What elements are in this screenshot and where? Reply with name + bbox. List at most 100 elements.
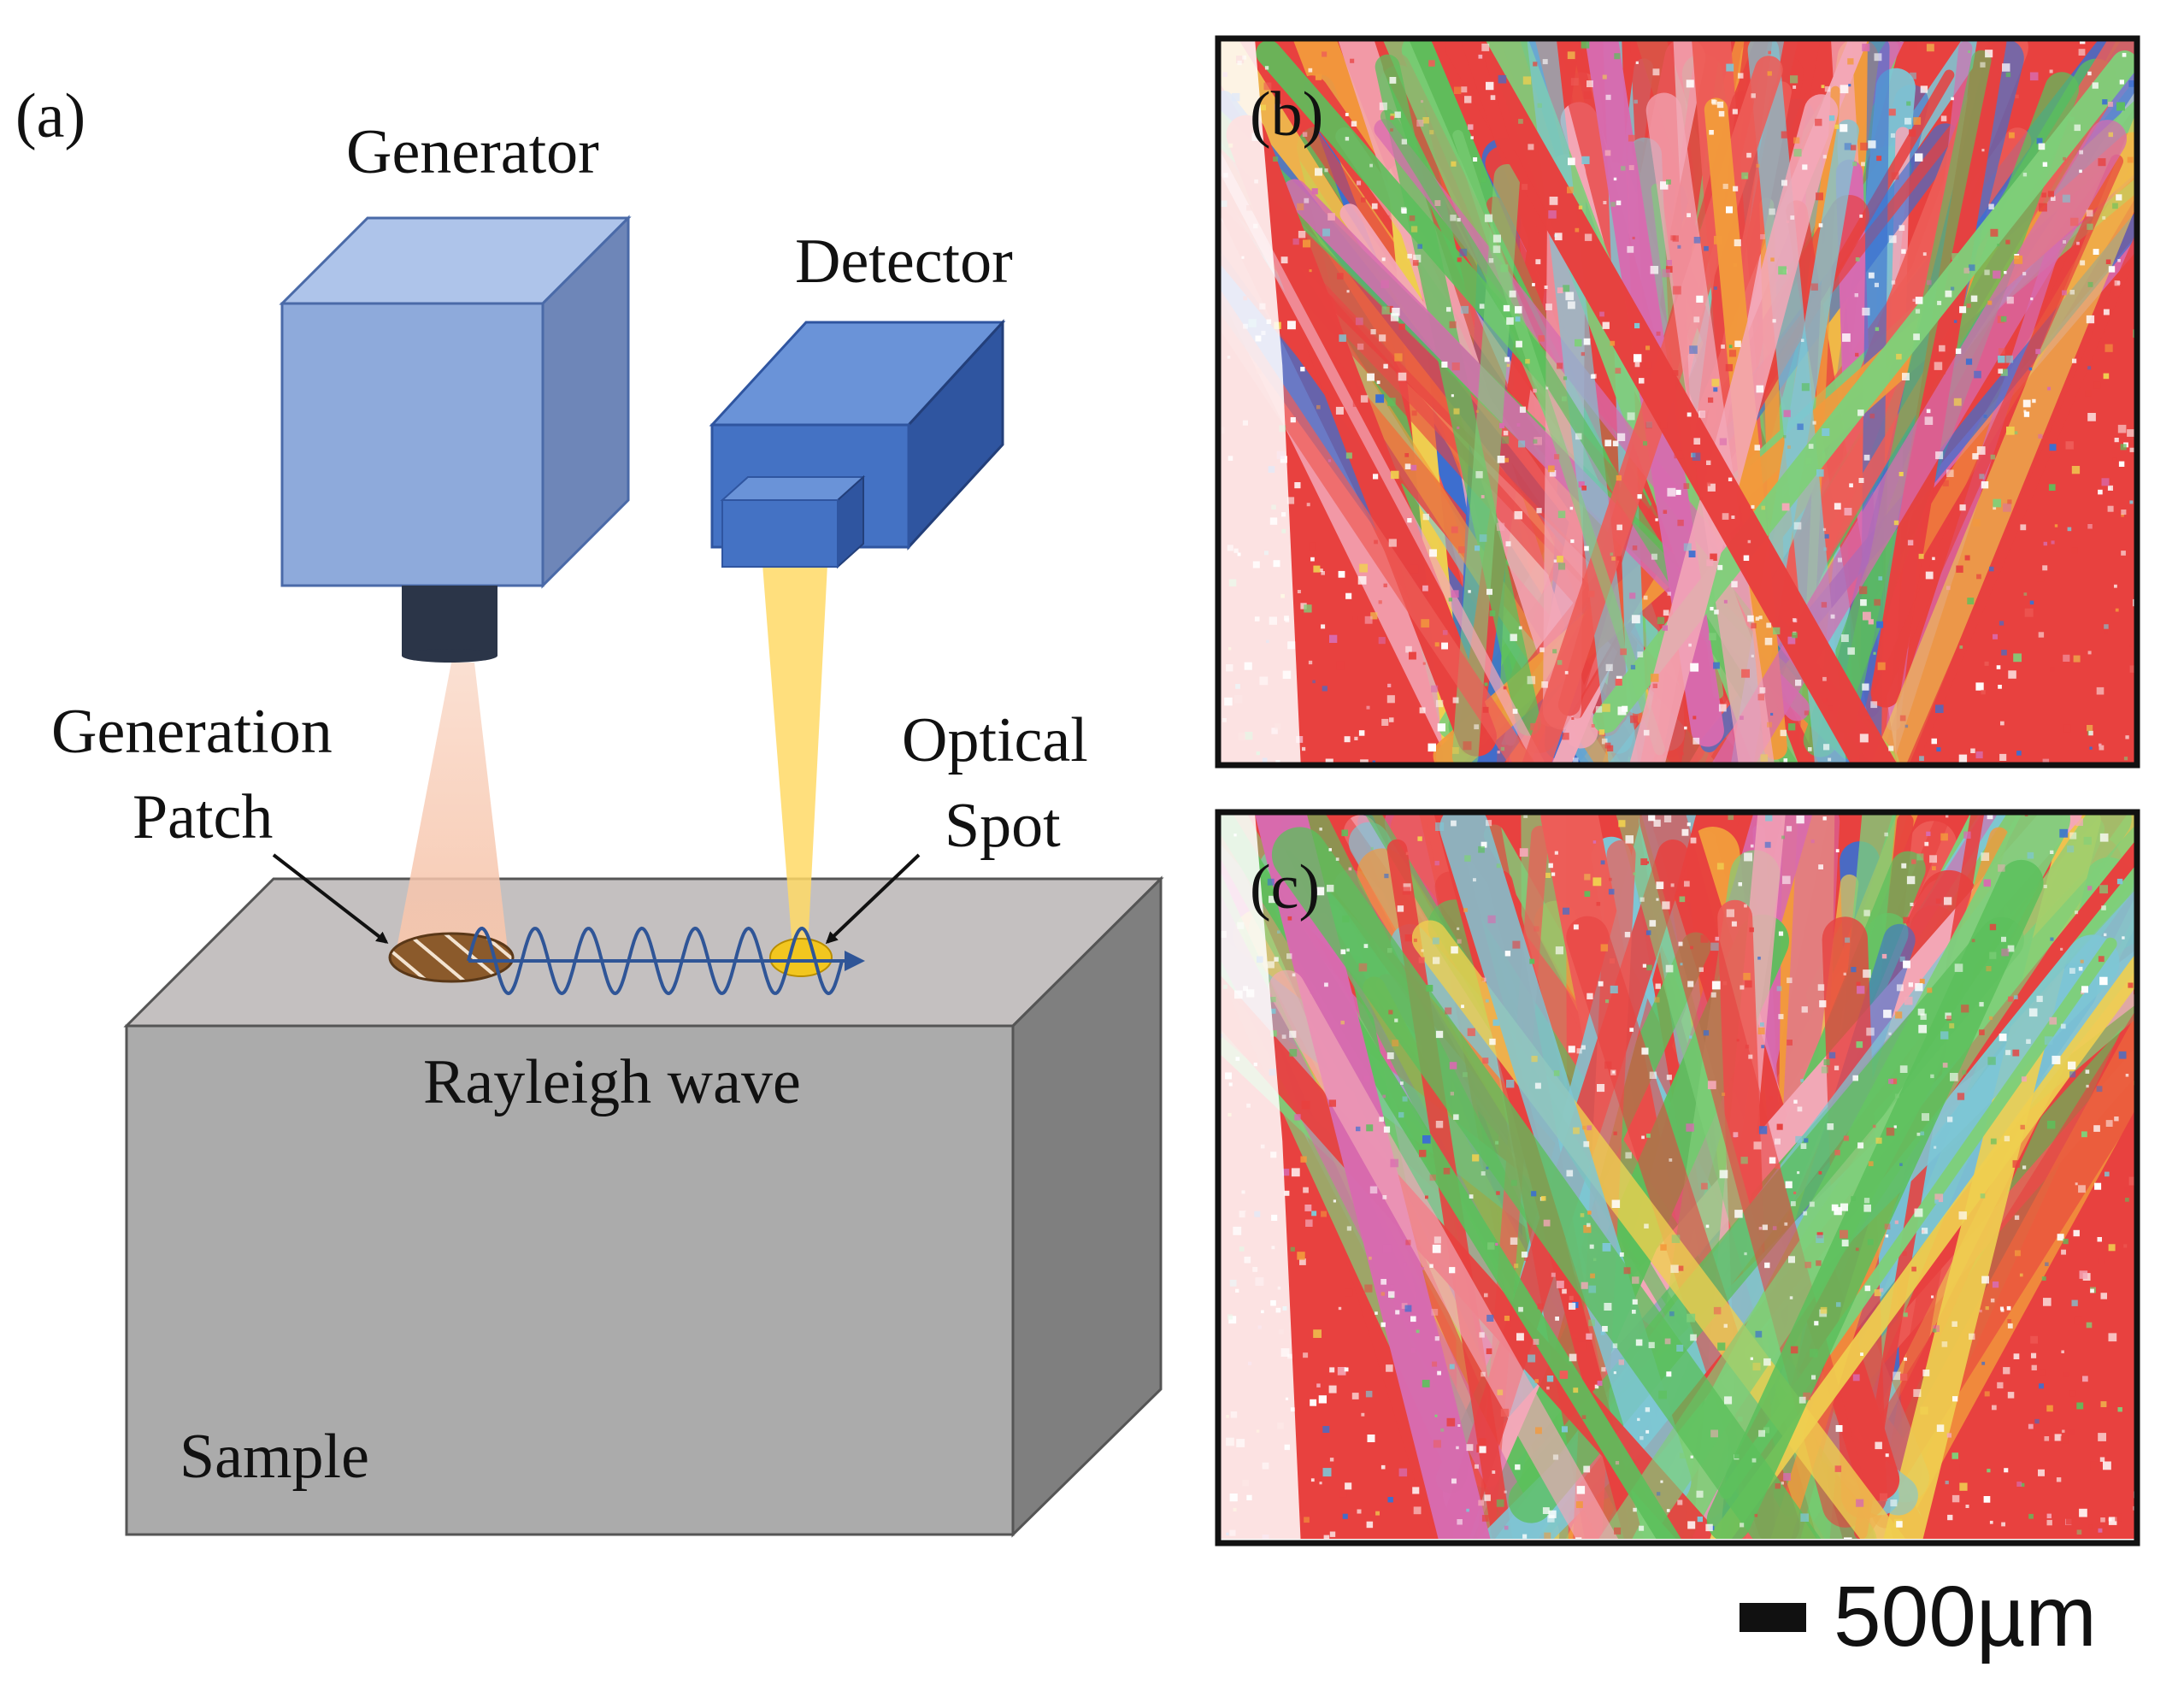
map-speckle <box>1689 345 1698 354</box>
map-speckle <box>1310 557 1315 562</box>
map-speckle <box>2099 745 2105 751</box>
map-speckle <box>1528 1354 1536 1363</box>
map-speckle <box>1979 474 1985 480</box>
map-speckle <box>1355 317 1363 326</box>
map-speckle <box>1428 743 1436 752</box>
map-speckle <box>1510 1237 1518 1245</box>
map-speckle <box>1918 553 1924 559</box>
map-speckle <box>1860 142 1869 150</box>
map-speckle <box>2123 1244 2128 1248</box>
map-speckle <box>1404 453 1410 457</box>
map-speckle <box>1665 964 1674 973</box>
map-speckle <box>2038 143 2046 150</box>
map-speckle <box>1996 665 2001 669</box>
map-speckle <box>1965 1505 1969 1508</box>
map-speckle <box>1914 1208 1923 1217</box>
map-speckle <box>1816 1260 1822 1266</box>
map-speckle <box>1358 963 1368 972</box>
map-speckle <box>1482 1058 1489 1064</box>
map-speckle <box>1375 1311 1378 1315</box>
map-speckle <box>1891 1078 1898 1085</box>
map-speckle <box>1809 1201 1815 1207</box>
map-speckle <box>1645 1407 1651 1412</box>
map-speckle <box>1304 604 1312 613</box>
map-speckle <box>1610 340 1616 346</box>
map-speckle <box>1798 1396 1806 1404</box>
map-speckle <box>1834 1065 1840 1070</box>
map-speckle <box>2127 156 2134 163</box>
map-speckle <box>1536 508 1542 514</box>
map-speckle <box>2052 1055 2061 1064</box>
map-speckle <box>2096 686 2105 695</box>
map-speckle <box>1961 1005 1969 1013</box>
map-speckle <box>1924 416 1934 425</box>
map-speckle <box>2107 505 2114 512</box>
map-speckle <box>1319 1482 1322 1485</box>
map-speckle <box>2101 478 2110 486</box>
map-speckle <box>1837 557 1842 563</box>
map-speckle <box>1410 1316 1416 1323</box>
map-speckle <box>1859 734 1869 743</box>
map-speckle <box>2085 390 2092 397</box>
map-speckle <box>1902 373 1910 380</box>
map-speckle <box>1277 930 1280 934</box>
map-speckle <box>1316 404 1321 409</box>
map-speckle <box>1690 1334 1697 1341</box>
map-speckle <box>1548 863 1553 869</box>
map-speckle <box>2075 1182 2078 1186</box>
map-speckle <box>1291 1168 1300 1177</box>
map-speckle <box>1666 179 1671 185</box>
map-speckle <box>1840 85 1849 94</box>
map-speckle <box>1697 1516 1703 1523</box>
map-speckle <box>1542 59 1548 65</box>
map-speckle <box>2000 1308 2004 1312</box>
map-speckle <box>1534 926 1539 932</box>
map-speckle <box>1822 527 1827 532</box>
map-speckle <box>1860 1352 1863 1356</box>
map-speckle <box>1629 592 1636 599</box>
map-speckle <box>1922 1113 1929 1122</box>
map-speckle <box>1836 1302 1841 1307</box>
map-speckle <box>1553 1070 1560 1076</box>
map-speckle <box>1575 1501 1583 1508</box>
map-speckle <box>1716 101 1724 109</box>
map-speckle <box>2114 438 2119 443</box>
map-speckle <box>1717 1342 1726 1351</box>
map-speckle <box>1985 50 1993 58</box>
map-speckle <box>1854 293 1858 298</box>
map-speckle <box>2102 99 2108 105</box>
map-speckle <box>2129 447 2134 452</box>
map-speckle <box>1830 614 1835 619</box>
map-speckle <box>1956 565 1963 573</box>
map-speckle <box>1570 78 1579 86</box>
panel-b-frame <box>1215 35 2140 769</box>
map-speckle <box>1398 1111 1404 1118</box>
map-speckle <box>1840 124 1848 133</box>
map-speckle <box>1510 1180 1517 1187</box>
map-speckle <box>1504 356 1510 362</box>
map-speckle <box>1450 1092 1454 1096</box>
map-speckle <box>1429 130 1434 135</box>
map-speckle <box>1747 539 1751 544</box>
map-speckle <box>1613 1371 1616 1375</box>
map-speckle <box>1867 1239 1874 1246</box>
map-speckle <box>1390 128 1393 132</box>
map-speckle <box>1713 387 1718 392</box>
map-speckle <box>1545 303 1552 310</box>
map-speckle <box>1383 363 1388 369</box>
map-speckle <box>1740 1157 1748 1164</box>
map-speckle <box>1598 729 1605 735</box>
map-speckle <box>1999 1306 2004 1311</box>
map-speckle <box>1851 1196 1856 1201</box>
generator-lens-icon <box>402 586 497 656</box>
map-speckle <box>1919 978 1925 984</box>
map-speckle <box>1451 590 1459 598</box>
map-speckle <box>1616 556 1622 561</box>
map-speckle <box>1851 967 1857 973</box>
grain-streak <box>1710 120 2128 765</box>
map-speckle <box>1770 712 1774 716</box>
map-speckle <box>1289 1030 1297 1038</box>
map-speckle <box>1386 1052 1394 1059</box>
map-speckle <box>2061 1350 2064 1353</box>
map-speckle <box>1461 1005 1464 1009</box>
